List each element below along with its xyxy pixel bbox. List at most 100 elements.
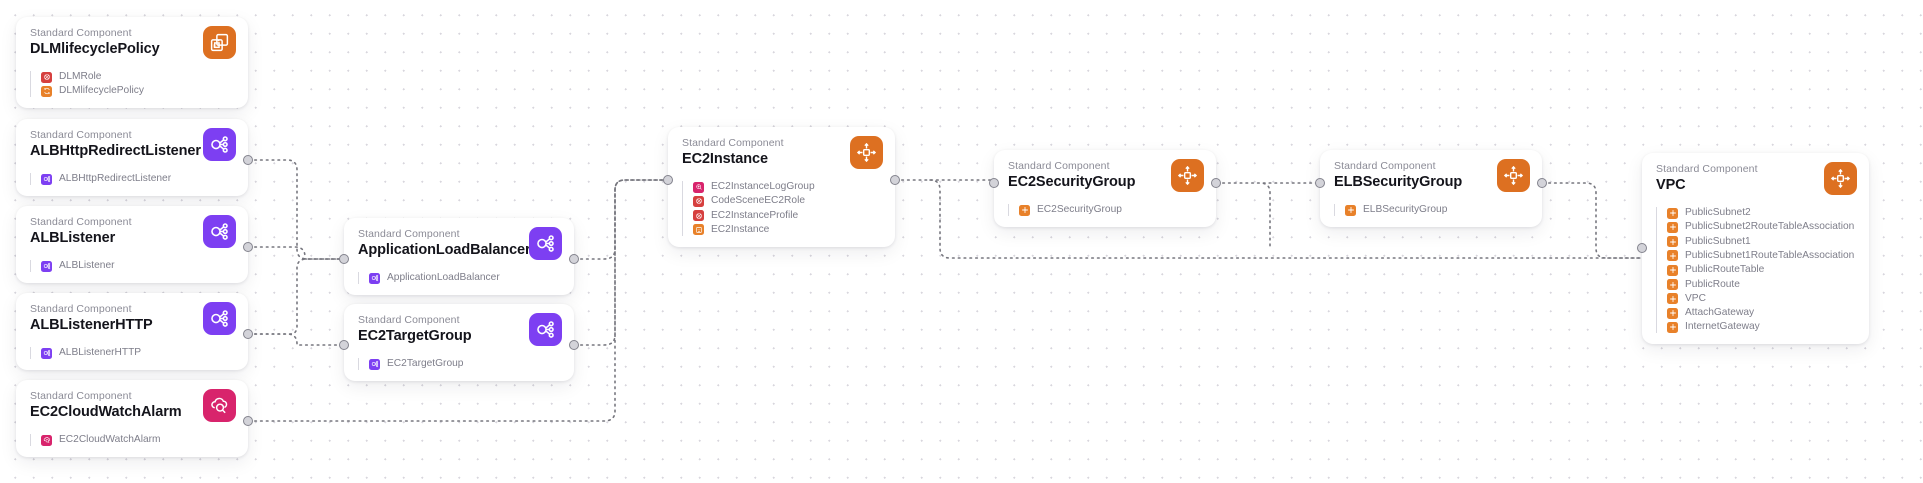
resource-label: ALBListener [59, 260, 115, 272]
port-handle-right-elbsecuritygroup[interactable] [1537, 178, 1547, 188]
port-handle-left-vpc[interactable] [1637, 243, 1647, 253]
resource-list: ELBSecurityGroup [1334, 204, 1530, 217]
resource-row[interactable]: PublicSubnet2RouteTableAssociation [1667, 221, 1857, 233]
node-kicker: Standard Component [30, 129, 132, 141]
resource-row[interactable]: InternetGateway [1667, 321, 1857, 333]
resource-label: ELBSecurityGroup [1363, 204, 1448, 216]
resource-list: ALBListenerHTTP [30, 347, 236, 360]
network-share-icon [203, 215, 236, 248]
network-share-icon [41, 347, 52, 359]
port-handle-right-ec2instance[interactable] [890, 175, 900, 185]
port-handle-left-elbsecuritygroup[interactable] [1315, 178, 1325, 188]
resource-label: PublicSubnet1 [1685, 235, 1751, 247]
resource-label: PublicRoute [1685, 278, 1740, 290]
resource-list: ApplicationLoadBalancer [358, 272, 562, 285]
resource-row[interactable]: EC2CloudWatchAlarm [41, 434, 236, 446]
resource-label: AttachGateway [1685, 307, 1755, 319]
port-handle-left-ec2securitygroup[interactable] [989, 178, 999, 188]
resource-row[interactable]: ALBListener [41, 260, 236, 272]
port-handle-right-ec2cloudwatchalarm[interactable] [243, 416, 253, 426]
resource-row[interactable]: DLMlifecyclePolicy [41, 85, 236, 97]
port-handle-left-applicationloadbalancer[interactable] [339, 254, 349, 264]
resource-label: EC2SecurityGroup [1037, 204, 1122, 216]
resource-list: PublicSubnet2 PublicSubnet2RouteTableAss… [1656, 207, 1857, 334]
resource-row[interactable]: EC2SecurityGroup [1019, 204, 1204, 216]
node-kicker: Standard Component [1008, 160, 1110, 172]
resource-label: EC2InstanceProfile [711, 209, 799, 221]
node-kicker: Standard Component [358, 228, 460, 240]
port-handle-right-ec2targetgroup[interactable] [569, 340, 579, 350]
node-kicker: Standard Component [1334, 160, 1436, 172]
edge-alblistenerhttp-to-ec2targetgroup [248, 333, 344, 346]
port-handle-right-alblistener[interactable] [243, 242, 253, 252]
edge-applicationloadbalancer-to-ec2instance [574, 179, 668, 260]
resource-row[interactable]: PublicSubnet1RouteTableAssociation [1667, 250, 1857, 262]
resource-label: EC2InstanceLogGroup [711, 181, 815, 193]
resource-row[interactable]: EC2Instance [693, 224, 883, 236]
iam-role-icon [693, 195, 704, 207]
cloudwatch-logs-icon [693, 181, 704, 193]
security-group-icon [1345, 204, 1356, 216]
resource-row[interactable]: ALBHttpRedirectListener [41, 173, 236, 185]
node-kicker: Standard Component [30, 390, 132, 402]
node-kicker: Standard Component [682, 137, 784, 149]
resource-row[interactable]: CodeSceneEC2Role [693, 195, 883, 207]
resource-row[interactable]: EC2TargetGroup [369, 358, 562, 370]
node-title: DLMlifecyclePolicy [30, 41, 160, 57]
node-title: VPC [1656, 177, 1686, 193]
resource-row[interactable]: PublicRouteTable [1667, 264, 1857, 276]
node-title: ELBSecurityGroup [1334, 174, 1463, 190]
resource-list: EC2SecurityGroup [1008, 204, 1204, 217]
port-handle-right-alblistenerhttp[interactable] [243, 329, 253, 339]
security-group-icon [1667, 279, 1678, 290]
resource-row[interactable]: EC2InstanceLogGroup [693, 181, 883, 193]
resource-list: DLMRole DLMlifecyclePolicy [30, 71, 236, 98]
port-handle-right-applicationloadbalancer[interactable] [569, 254, 579, 264]
resource-row[interactable]: ELBSecurityGroup [1345, 204, 1530, 216]
resource-list: EC2CloudWatchAlarm [30, 434, 236, 447]
resource-row[interactable]: ALBListenerHTTP [41, 347, 236, 359]
node-kicker: Standard Component [30, 216, 132, 228]
security-group-icon [1667, 307, 1678, 319]
resource-row[interactable]: AttachGateway [1667, 307, 1857, 319]
resource-row[interactable]: PublicRoute [1667, 278, 1857, 290]
resource-row[interactable]: ApplicationLoadBalancer [369, 272, 562, 284]
resource-row[interactable]: PublicSubnet1 [1667, 236, 1857, 248]
port-handle-left-ec2instance[interactable] [663, 175, 673, 185]
resource-list: ALBHttpRedirectListener [30, 173, 236, 186]
port-handle-left-ec2targetgroup[interactable] [339, 340, 349, 350]
resource-row[interactable]: DLMRole [41, 71, 236, 83]
resource-label: DLMlifecyclePolicy [59, 85, 144, 97]
security-group-icon [1019, 204, 1030, 216]
resource-row[interactable]: EC2InstanceProfile [693, 210, 883, 222]
resource-label: PublicSubnet2 [1685, 207, 1751, 219]
port-handle-right-ec2securitygroup[interactable] [1211, 178, 1221, 188]
iam-role-icon [41, 71, 52, 83]
port-handle-right-albhttpredirectlistener[interactable] [243, 155, 253, 165]
edge-ec2securitygroup-to-elbsecuritygroup [1216, 182, 1320, 249]
resource-list: EC2TargetGroup [358, 358, 562, 371]
resource-row[interactable]: PublicSubnet2 [1667, 207, 1857, 219]
resource-row[interactable]: VPC [1667, 293, 1857, 305]
